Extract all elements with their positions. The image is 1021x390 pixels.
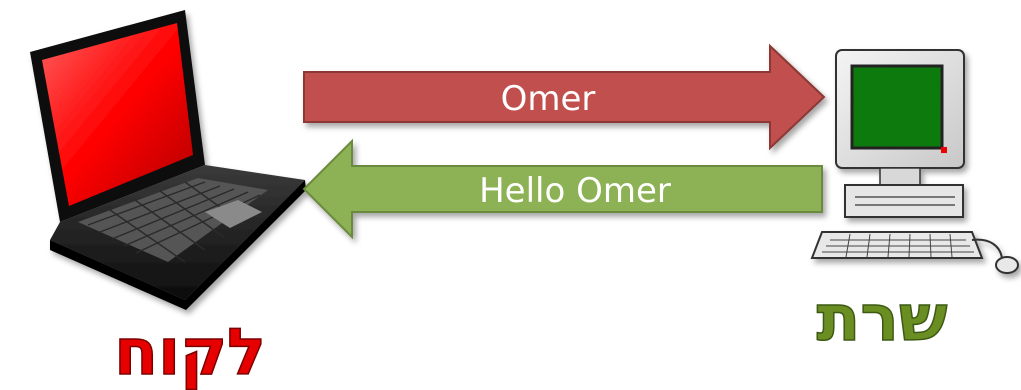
laptop-touchpad: [205, 200, 262, 228]
response-arrow-shape: [302, 138, 823, 240]
power-led: [941, 147, 947, 153]
server-keyboard-keys: [822, 233, 974, 258]
client-label: לקוח: [114, 316, 266, 390]
monitor-neck: [879, 167, 921, 187]
laptop-icon: [30, 10, 306, 310]
mouse-icon: [995, 256, 1019, 274]
request-arrow: Omer: [303, 43, 826, 151]
desktop-computer-icon: [810, 49, 1019, 274]
monitor-screen: [850, 64, 944, 150]
laptop-front-edge: [50, 180, 306, 310]
server-keyboard: [810, 231, 984, 259]
laptop-screen: [42, 23, 193, 206]
laptop-keyboard: [78, 178, 268, 262]
request-arrow-shape: [303, 43, 826, 151]
server-label: שרת: [817, 282, 948, 356]
response-arrow-label: Hello Omer: [479, 171, 671, 211]
request-arrow-label: Omer: [501, 79, 596, 119]
response-arrow: Hello Omer: [302, 138, 823, 240]
computer-base-unit: [844, 184, 964, 218]
mouse-cable: [971, 238, 1003, 259]
